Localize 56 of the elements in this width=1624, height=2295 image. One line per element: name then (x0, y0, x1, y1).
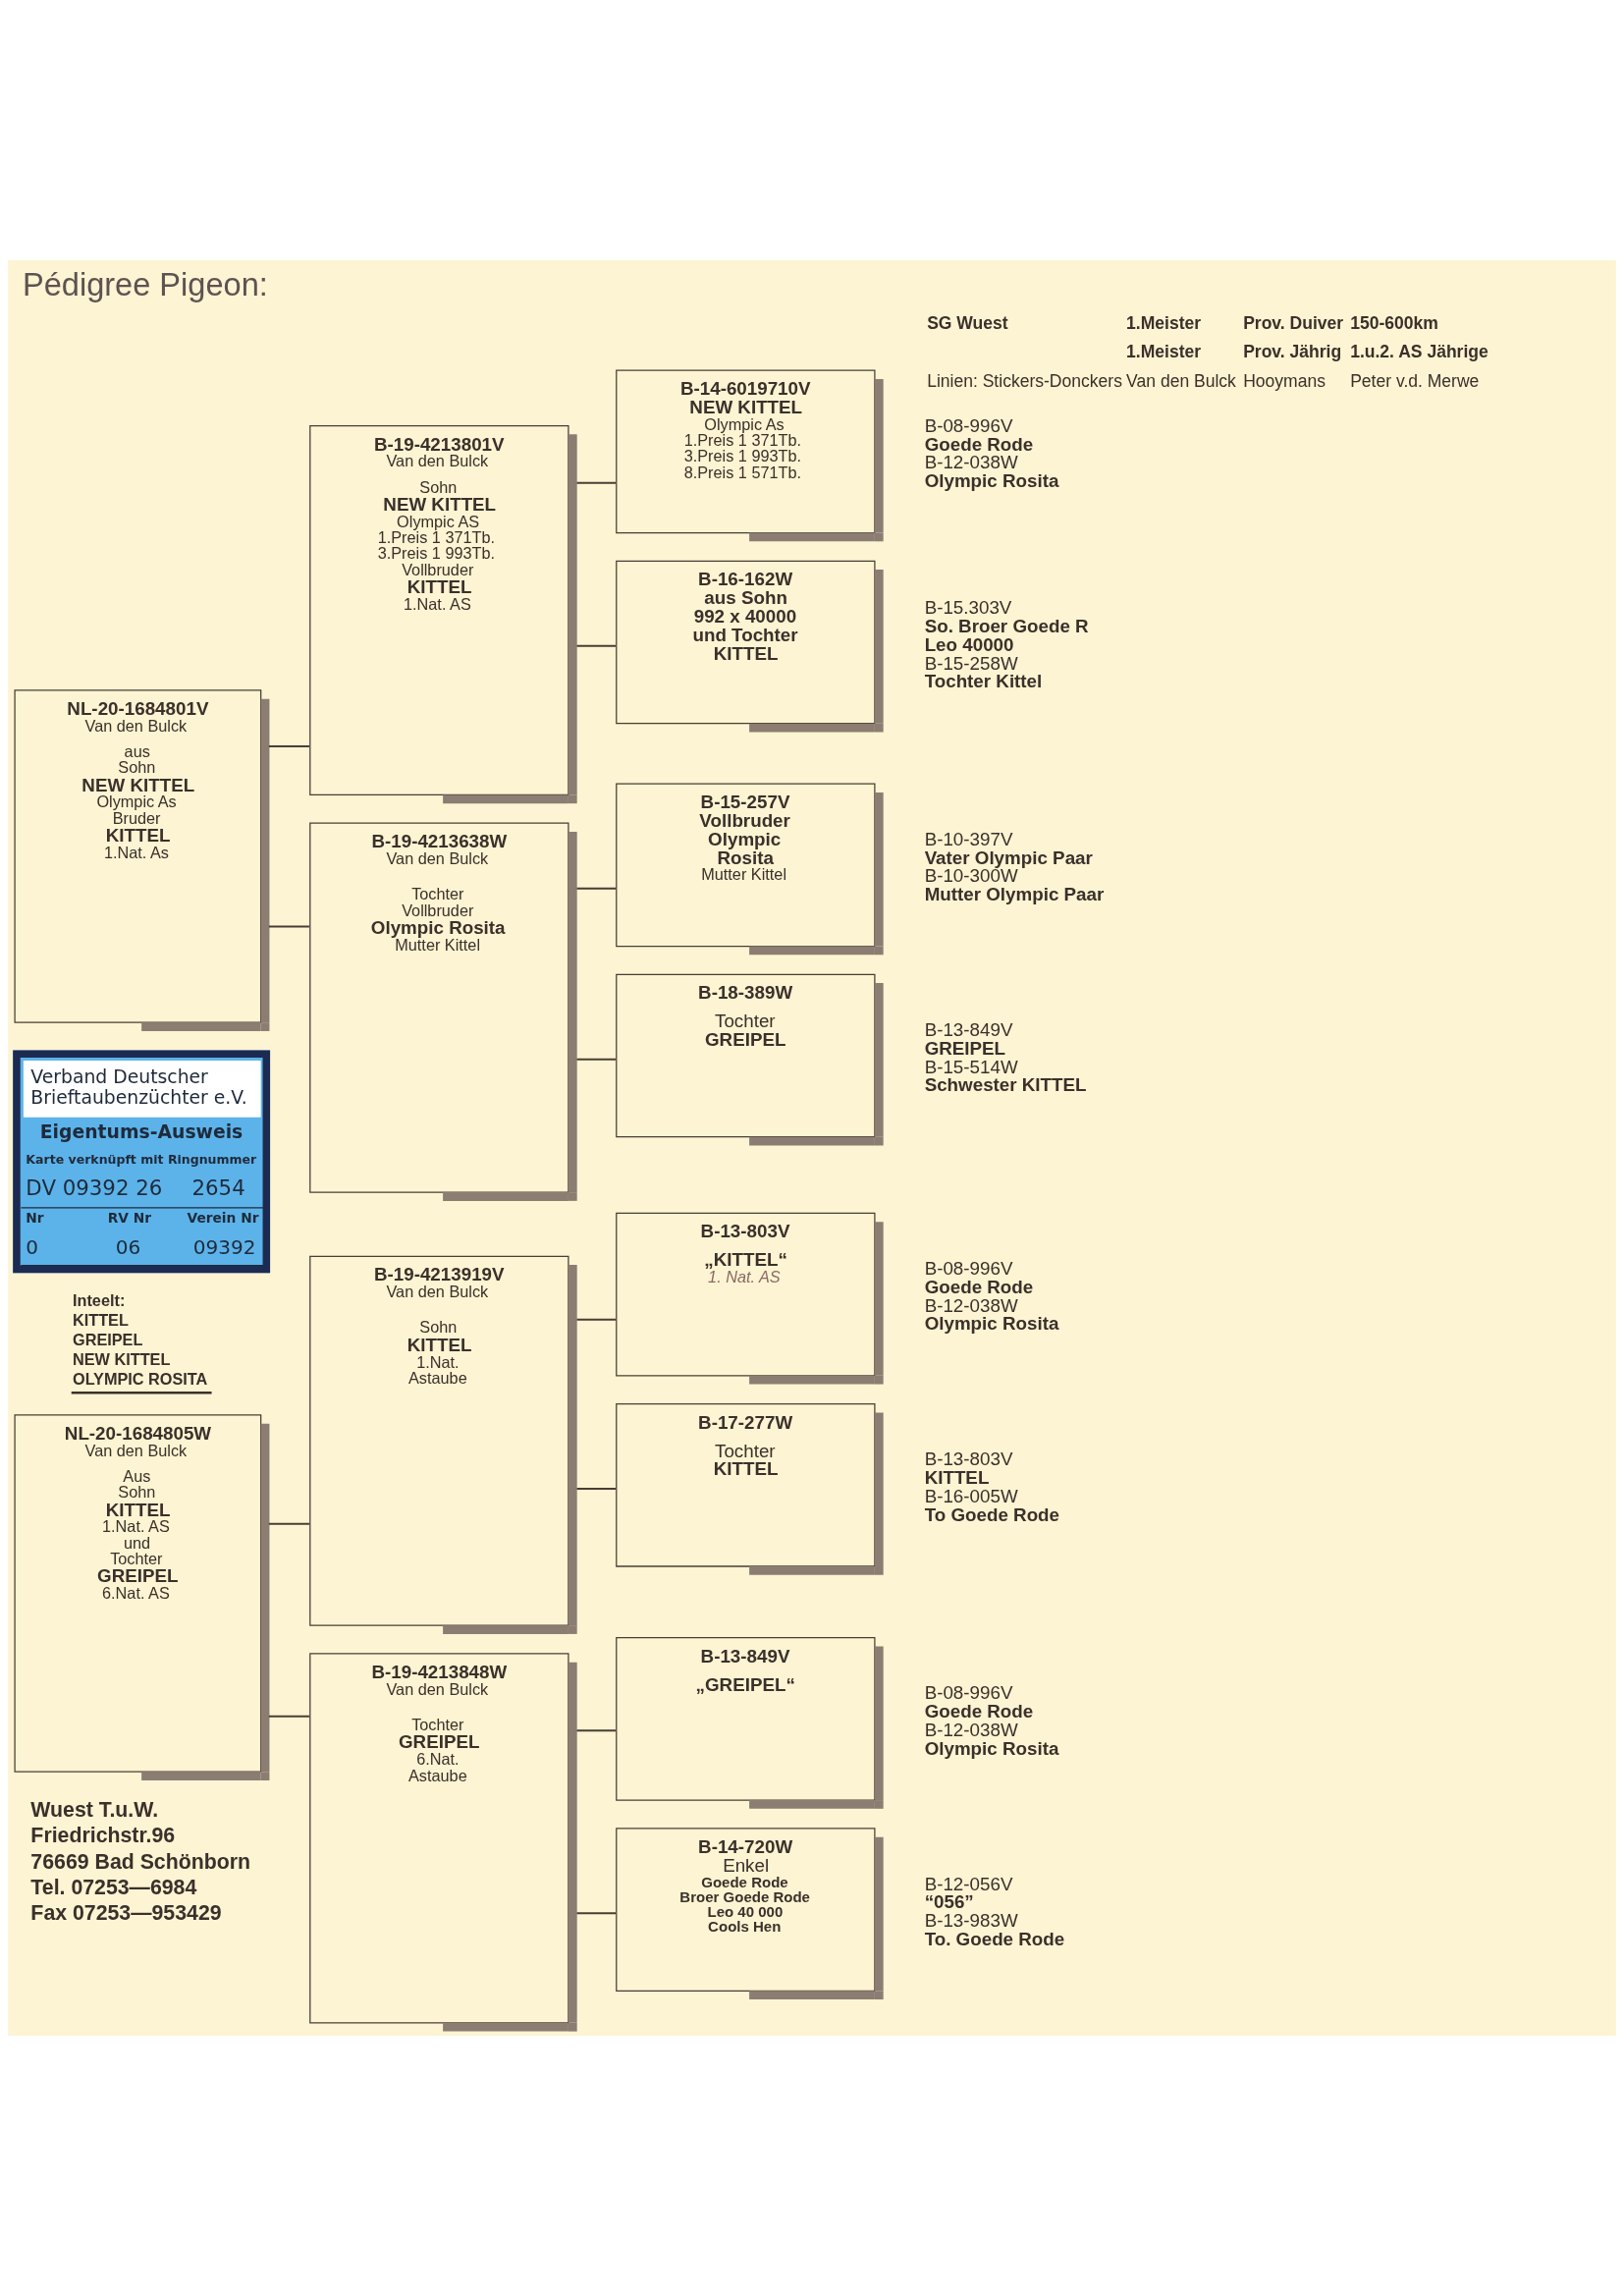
connector (575, 481, 618, 484)
connector (575, 1487, 618, 1490)
connector (267, 1715, 310, 1718)
node-label: Olympic Rosita (924, 1737, 1059, 1759)
connector (575, 887, 618, 890)
label: SG Wuest (927, 312, 1008, 333)
connector (575, 644, 618, 647)
label: GREIPEL (72, 1330, 143, 1348)
node-label: GREIPEL (924, 1037, 1006, 1059)
label: Wuest T.u.W. (30, 1797, 159, 1822)
label: Van den Bulck (1126, 370, 1236, 391)
label: 150-600km (1350, 312, 1438, 333)
label: 1.u.2. AS Jährige (1350, 341, 1489, 361)
label: Hooymans (1243, 370, 1326, 391)
node-label: To. Goede Rode (924, 1928, 1065, 1949)
node-label: To Goede Rode (924, 1503, 1060, 1525)
label: 1.Meister (1126, 312, 1202, 333)
diagram-title: Pédigree Pigeon: (22, 266, 268, 302)
node-label: Mutter Olympic Paar (924, 883, 1105, 904)
connector (575, 1911, 618, 1914)
node-label: B-15.303V (924, 596, 1012, 618)
label: Linien: Stickers-Donckers (927, 370, 1122, 391)
label: 1.Meister (1126, 341, 1202, 361)
node-label: B-13-803V (924, 1448, 1013, 1469)
node-label: B-13-983W (924, 1909, 1018, 1931)
label: KITTEL (72, 1310, 129, 1329)
node-label: Leo 40000 (924, 633, 1014, 655)
label: Fax 07253—953429 (30, 1900, 222, 1925)
connector (267, 924, 310, 927)
label: 76669 Bad Schönborn (30, 1849, 251, 1874)
connector (267, 744, 310, 747)
node-label: B-08-996V (924, 1681, 1013, 1703)
connector (575, 1728, 618, 1731)
node-label: Olympic Rosita (924, 469, 1059, 491)
label: Prov. Duiver (1243, 312, 1344, 333)
label: NEW KITTEL (72, 1349, 171, 1368)
node-label: B-10-397V (924, 828, 1013, 849)
connector (575, 1058, 618, 1061)
node-label: Goede Rode (924, 1276, 1034, 1297)
node-label: So. Broer Goede R (924, 615, 1089, 636)
node-label: B-08-996V (924, 1257, 1013, 1279)
label: Inteelt: (72, 1290, 126, 1309)
label: Friedrichstr.96 (30, 1823, 176, 1847)
node-label: B-08-996V (924, 414, 1013, 436)
label: Prov. Jährig (1243, 341, 1342, 361)
node-label: B-12-038W (924, 1719, 1018, 1740)
node-label: Goede Rode (924, 1700, 1034, 1721)
label: Peter v.d. Merwe (1350, 370, 1480, 391)
connector (575, 1318, 618, 1321)
label: OLYMPIC ROSITA (72, 1369, 208, 1388)
node-label: Vater Olympic Paar (924, 847, 1093, 868)
node-label: B-16-005W (924, 1485, 1018, 1506)
node-label: KITTEL (924, 1466, 990, 1488)
connector (267, 1522, 310, 1525)
label: Tel. 07253—6984 (30, 1875, 197, 1899)
node-label: B-13-849V (924, 1018, 1013, 1040)
